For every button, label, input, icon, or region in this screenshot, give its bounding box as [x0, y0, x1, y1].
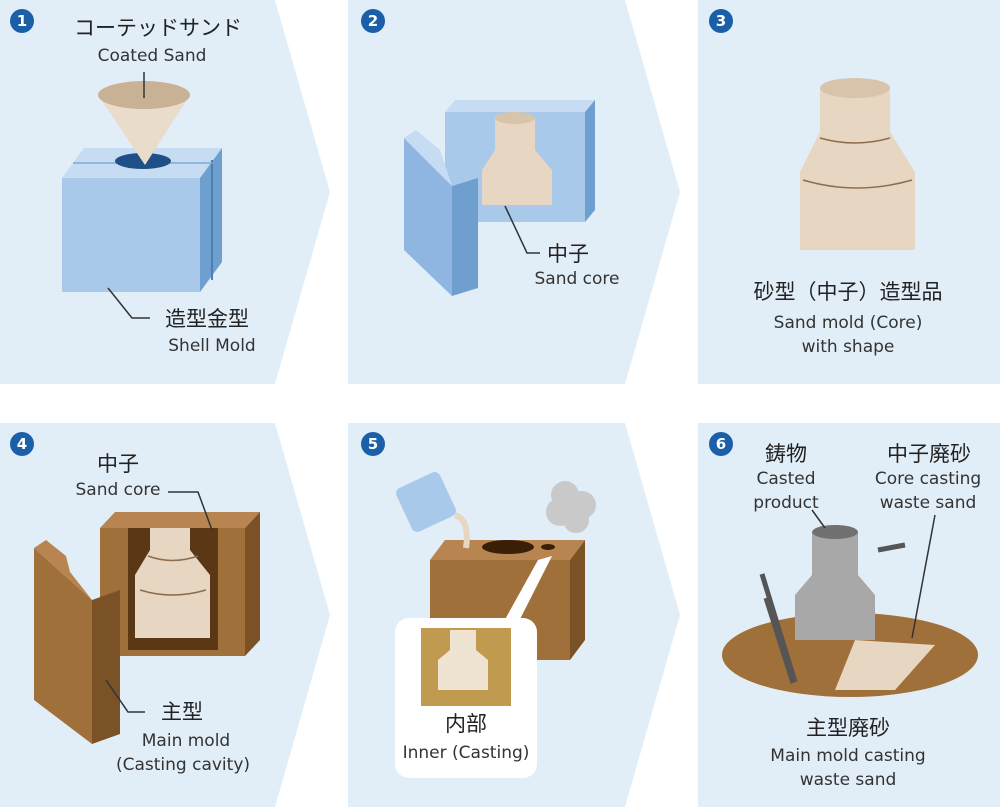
casted-product-en-label: Casted: [756, 470, 815, 490]
step-badge: 2: [361, 9, 385, 33]
casted-product-en-label-2: product: [753, 494, 818, 514]
sand-core-en-label: Sand core: [76, 481, 161, 501]
step-badge: 3: [709, 9, 733, 33]
core-waste-sand-en-label: Core casting: [875, 470, 981, 490]
shell-mold-jp-label: 造型金型: [165, 307, 249, 331]
shell-mold-en-label: Shell Mold: [168, 337, 255, 357]
main-mold-jp-label: 主型: [161, 700, 203, 724]
main-mold-en-label: Main mold: [142, 732, 230, 752]
sand-mold-product-jp-label: 砂型（中子）造型品: [754, 280, 943, 304]
sand-mold-product-en-label-2: with shape: [802, 338, 895, 358]
sand-core-en-label: Sand core: [535, 270, 620, 290]
coated-sand-jp-label: コーテッドサンド: [74, 16, 242, 40]
core-waste-sand-en-label-2: waste sand: [880, 494, 977, 514]
step-badge: 6: [709, 432, 733, 456]
step-badge: 1: [10, 9, 34, 33]
inner-en-label: Inner (Casting): [403, 744, 530, 764]
main-mold-waste-sand-en-label: Main mold casting: [770, 747, 925, 767]
coated-sand-en-label: Coated Sand: [98, 47, 207, 67]
step-badge: 4: [10, 432, 34, 456]
casted-product-jp-label: 鋳物: [765, 442, 807, 466]
step-badge: 5: [361, 432, 385, 456]
sand-core-jp-label: 中子: [547, 242, 589, 266]
core-waste-sand-jp-label: 中子廃砂: [887, 442, 971, 466]
sand-mold-product-en-label: Sand mold (Core): [774, 314, 923, 334]
sand-core-jp-label: 中子: [97, 452, 139, 476]
inner-jp-label: 内部: [445, 712, 487, 736]
main-mold-waste-sand-en-label-2: waste sand: [800, 771, 897, 791]
main-mold-en-label-2: (Casting cavity): [116, 756, 250, 776]
main-mold-waste-sand-jp-label: 主型廃砂: [806, 716, 890, 740]
